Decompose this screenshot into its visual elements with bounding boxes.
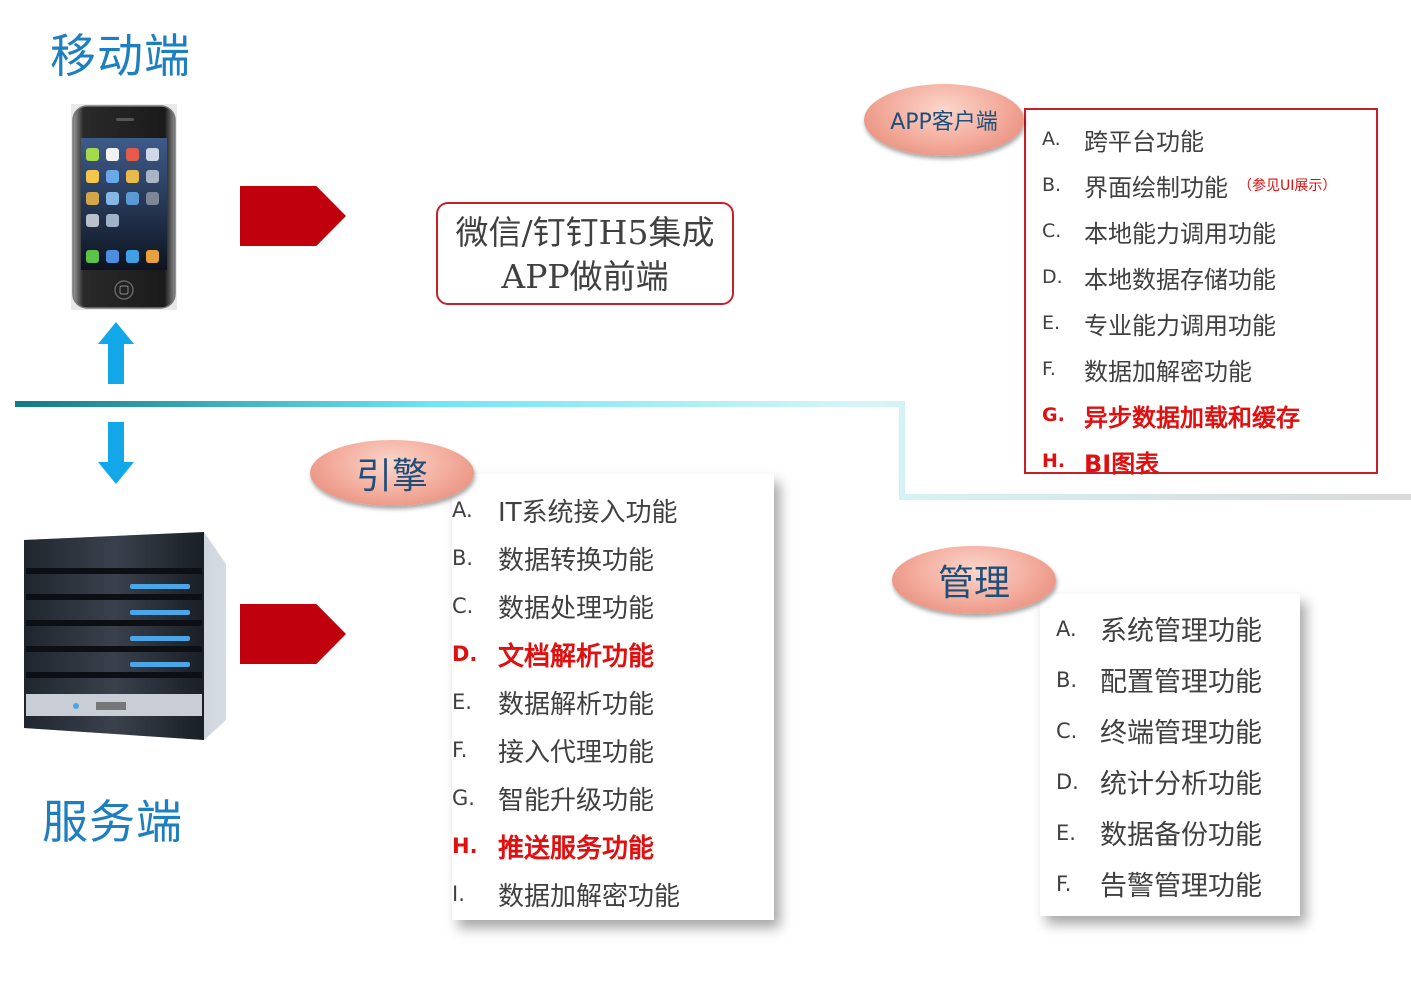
item-text: 本地数据存储功能 [1084,265,1276,294]
list-item: C. 数据处理功能 [452,582,774,630]
item-text: 告警管理功能 [1100,871,1262,902]
item-text: 数据备份功能 [1100,820,1262,851]
list-item: I. 数据加解密功能 [452,870,774,918]
item-text: 数据加解密功能 [498,881,681,912]
engine-list: A. IT系统接入功能 B. 数据转换功能 C. 数据处理功能 D. 文档解析功能 E. 数据解析… [452,474,774,918]
list-item: A. IT系统接入功能 [452,486,774,534]
item-letter: A. [1056,616,1077,641]
engine-badge: 引擎 [310,440,474,506]
item-letter: D. [1042,266,1063,288]
arrow-right-icon [240,604,346,664]
item-letter: C. [452,594,474,618]
item-letter: B. [1042,174,1062,196]
arrow-down-icon [96,420,136,490]
item-letter: G. [452,786,475,810]
engine-panel: A. IT系统接入功能 B. 数据转换功能 C. 数据处理功能 D. 文档解析功能 E. 数据解析… [452,474,774,920]
item-letter: F. [1056,871,1072,896]
server-icon [0,524,228,748]
h5-integration-box: 微信/钉钉H5集成 APP做前端 [436,202,734,305]
list-item: B. 界面绘制功能 （参见UI展示） [1026,162,1376,208]
item-letter: D. [452,642,478,666]
mobile-title: 移动端 [50,29,191,83]
item-letter: H. [1042,450,1066,472]
app-client-title: APP客户端 [890,110,998,135]
item-text: 终端管理功能 [1100,718,1262,749]
server-title: 服务端 [42,795,183,849]
item-text: 文档解析功能 [498,641,655,672]
divider-line [0,390,1411,510]
item-text: 接入代理功能 [498,737,655,768]
item-letter: H. [452,834,478,858]
item-letter: E. [452,690,472,714]
item-letter: D. [1056,769,1079,794]
arrow-up-icon [96,320,136,390]
list-item: D. 文档解析功能 [452,630,774,678]
item-text: 数据解析功能 [498,689,655,720]
item-letter: B. [452,546,474,570]
item-text: 异步数据加载和缓存 [1084,403,1300,432]
list-item: E. 数据备份功能 [1040,807,1300,858]
item-letter: C. [1042,220,1062,242]
management-list: A. 系统管理功能 B. 配置管理功能 C. 终端管理功能 D. 统计分析功能 E. 数据备份功能… [1040,594,1300,909]
item-letter: F. [452,738,468,762]
list-item: H. 推送服务功能 [452,822,774,870]
list-item: F. 告警管理功能 [1040,858,1300,909]
item-letter: F. [1042,358,1056,380]
list-item: B. 数据转换功能 [452,534,774,582]
list-item: F. 数据加解密功能 [1026,346,1376,392]
item-text: 系统管理功能 [1100,616,1262,647]
app-client-list: A. 跨平台功能 B. 界面绘制功能 （参见UI展示） C. 本地能力调用功能 D. 本地数据存… [1026,110,1376,484]
item-letter: E. [1056,820,1076,845]
item-letter: B. [1056,667,1078,692]
item-text: 跨平台功能 [1084,127,1204,156]
item-text: 推送服务功能 [498,833,655,864]
item-letter: E. [1042,312,1061,334]
item-text: 数据加解密功能 [1084,357,1252,386]
list-item: F. 接入代理功能 [452,726,774,774]
item-letter: I. [452,882,465,906]
management-badge: 管理 [892,546,1056,614]
item-letter: A. [1042,128,1061,150]
app-client-panel: A. 跨平台功能 B. 界面绘制功能 （参见UI展示） C. 本地能力调用功能 D. 本地数据存… [1024,108,1378,478]
item-note: （参见UI展示） [1238,178,1337,194]
item-letter: C. [1056,718,1078,743]
item-text: 数据转换功能 [498,545,655,576]
list-item: E. 专业能力调用功能 [1026,300,1376,346]
list-item: G. 异步数据加载和缓存 [1026,392,1376,438]
item-text: BI图表 [1084,449,1160,478]
list-item: C. 终端管理功能 [1040,705,1300,756]
item-text: 专业能力调用功能 [1084,311,1276,340]
item-text: 统计分析功能 [1100,769,1262,800]
list-item: D. 统计分析功能 [1040,756,1300,807]
item-text: 配置管理功能 [1100,667,1262,698]
management-panel: A. 系统管理功能 B. 配置管理功能 C. 终端管理功能 D. 统计分析功能 E. 数据备份功能… [1040,594,1300,916]
smartphone-icon [70,104,178,310]
list-item: C. 本地能力调用功能 [1026,208,1376,254]
list-item: E. 数据解析功能 [452,678,774,726]
item-letter: G. [1042,404,1065,426]
list-item: D. 本地数据存储功能 [1026,254,1376,300]
app-client-badge: APP客户端 [864,84,1024,156]
list-item: A. 系统管理功能 [1040,603,1300,654]
arrow-right-icon [240,186,346,246]
engine-title: 引擎 [355,456,428,497]
item-letter: A. [452,498,473,522]
item-text: 智能升级功能 [498,785,655,816]
h5-box-line1: 微信/钉钉H5集成 [455,213,715,252]
list-item: H. BI图表 [1026,438,1376,484]
item-text: 数据处理功能 [498,593,655,624]
item-text: IT系统接入功能 [498,497,678,528]
item-text: 本地能力调用功能 [1084,219,1276,248]
list-item: B. 配置管理功能 [1040,654,1300,705]
list-item: A. 跨平台功能 [1026,116,1376,162]
management-title: 管理 [937,563,1010,604]
h5-box-line2: APP做前端 [501,257,669,296]
list-item: G. 智能升级功能 [452,774,774,822]
item-text: 界面绘制功能 [1084,173,1228,202]
